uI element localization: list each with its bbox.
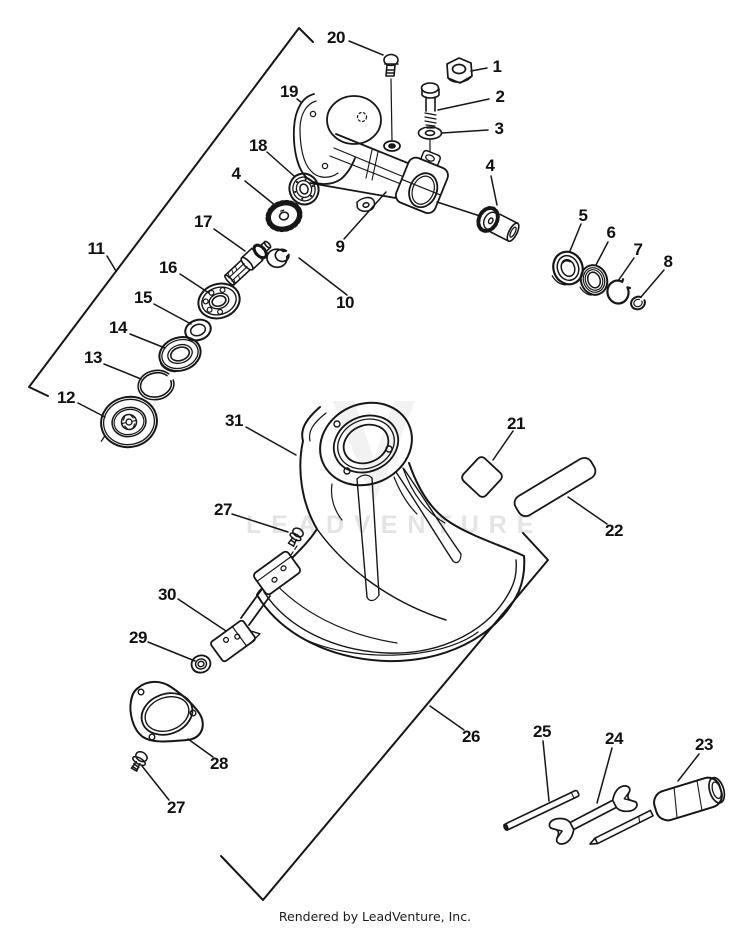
part-21-decal (461, 456, 503, 498)
callout-7: 7 (633, 240, 643, 259)
callout-3: 3 (494, 119, 504, 138)
part-31-guard-shield (240, 401, 526, 663)
callout-30: 30 (158, 585, 176, 604)
callout-20: 20 (327, 28, 345, 47)
callout-11: 11 (87, 239, 105, 258)
part-9-clip (356, 196, 376, 212)
callout-16: 16 (159, 258, 177, 277)
part-6-seal (579, 264, 609, 296)
part-5-bearing (551, 250, 584, 286)
callout-4-right: 4 (485, 156, 495, 175)
callout-1: 1 (492, 57, 502, 76)
part-1-nut (446, 57, 473, 84)
part-2-bolt (420, 82, 440, 129)
part-30-limiter-blade (210, 619, 261, 663)
part-18-bearing (288, 172, 320, 206)
callout-14: 14 (109, 318, 127, 337)
callout-15: 15 (134, 288, 152, 307)
callout-10: 10 (336, 293, 354, 312)
part-19-gear-housing (292, 93, 481, 217)
callout-leader-lines (77, 40, 700, 804)
part-13-retaining-ring (137, 369, 175, 401)
part-27-screw-upper (287, 527, 304, 547)
callout-8: 8 (663, 252, 673, 271)
watermark-logo-cut (354, 401, 394, 459)
callout-5: 5 (578, 206, 588, 225)
part-24-wrench (548, 785, 638, 845)
callout-31: 31 (225, 411, 243, 430)
callout-21: 21 (507, 414, 525, 433)
callout-25: 25 (533, 722, 551, 741)
callout-28: 28 (210, 754, 228, 773)
callout-6: 6 (606, 223, 616, 242)
callout-2: 2 (495, 87, 505, 106)
part-8-ring (630, 295, 646, 311)
part-25-rod-tool (503, 789, 580, 831)
part-29-nut (190, 654, 212, 674)
part-16-bearing (197, 282, 241, 320)
part-17-drive-shaft (224, 240, 272, 286)
region-boundary-upper (28, 27, 314, 397)
part-28-gasket (129, 680, 204, 743)
callout-26: 26 (462, 727, 480, 746)
part-10-snap-ring (266, 248, 290, 269)
part-4-pinion (476, 206, 520, 243)
part-20-screw (383, 53, 399, 142)
part-22-decal (513, 456, 597, 518)
part-12-drum (100, 395, 158, 449)
callout-27-lower: 27 (167, 798, 185, 817)
part-14-seal (158, 336, 202, 373)
callout-18: 18 (249, 136, 267, 155)
callout-9: 9 (335, 237, 345, 256)
callout-19: 19 (280, 82, 298, 101)
callout-27-upper: 27 (214, 500, 232, 519)
footer-credit: Rendered by LeadVenture, Inc. (278, 909, 472, 924)
part-27-screw-lower (130, 751, 148, 772)
callout-13: 13 (84, 348, 102, 367)
callout-12: 12 (57, 388, 75, 407)
callout-4-left: 4 (231, 164, 241, 183)
region-boundary-lower (220, 532, 549, 901)
callout-24: 24 (605, 729, 623, 748)
part-7-snap-ring (606, 278, 632, 305)
part-4-gear (265, 199, 303, 233)
callout-22: 22 (605, 521, 623, 540)
part-23-socket-wrench (589, 776, 726, 845)
callout-29: 29 (129, 628, 147, 647)
callout-17: 17 (194, 212, 212, 231)
callout-23: 23 (695, 735, 713, 754)
